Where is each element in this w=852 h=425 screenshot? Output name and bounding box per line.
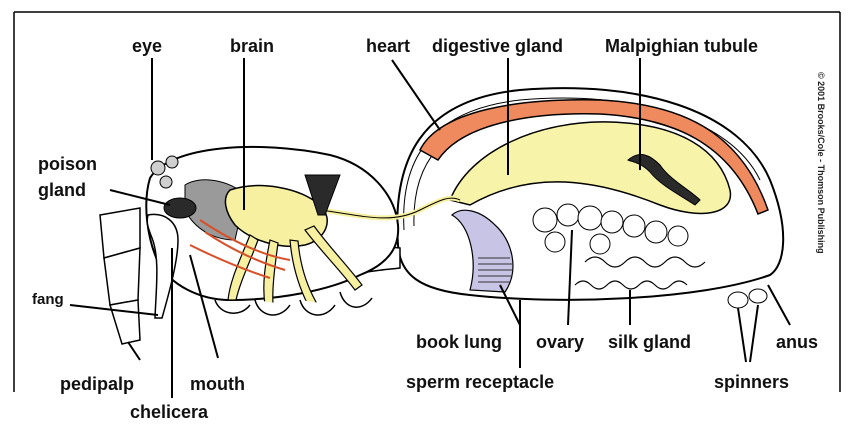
chelicera-organ <box>147 214 178 318</box>
label-spinners: spinners <box>714 372 789 392</box>
label-poison-gland-line2: gland <box>38 180 86 200</box>
label-fang: fang <box>32 291 64 308</box>
copyright-notice: © 2001 Brooks/Cole - Thomson Publishing <box>816 72 826 254</box>
label-ovary: ovary <box>536 332 584 352</box>
label-silk-gland: silk gland <box>608 332 691 352</box>
spinners-organ <box>728 289 767 308</box>
label-eye: eye <box>132 36 162 56</box>
label-chelicera: chelicera <box>130 402 209 422</box>
label-poison-gland-line1: poison <box>38 154 97 174</box>
label-sperm-receptacle: sperm receptacle <box>406 372 554 392</box>
label-heart: heart <box>366 36 410 56</box>
label-anus: anus <box>776 332 818 352</box>
label-brain: brain <box>230 36 274 56</box>
poison-gland-organ <box>164 198 196 218</box>
label-digestive-gland: digestive gland <box>432 36 563 56</box>
pedipalp-organ <box>100 208 140 344</box>
label-malpighian-tubule: Malpighian tubule <box>605 36 758 56</box>
label-book-lung: book lung <box>416 332 502 352</box>
label-pedipalp: pedipalp <box>60 374 134 394</box>
label-mouth: mouth <box>190 374 245 394</box>
